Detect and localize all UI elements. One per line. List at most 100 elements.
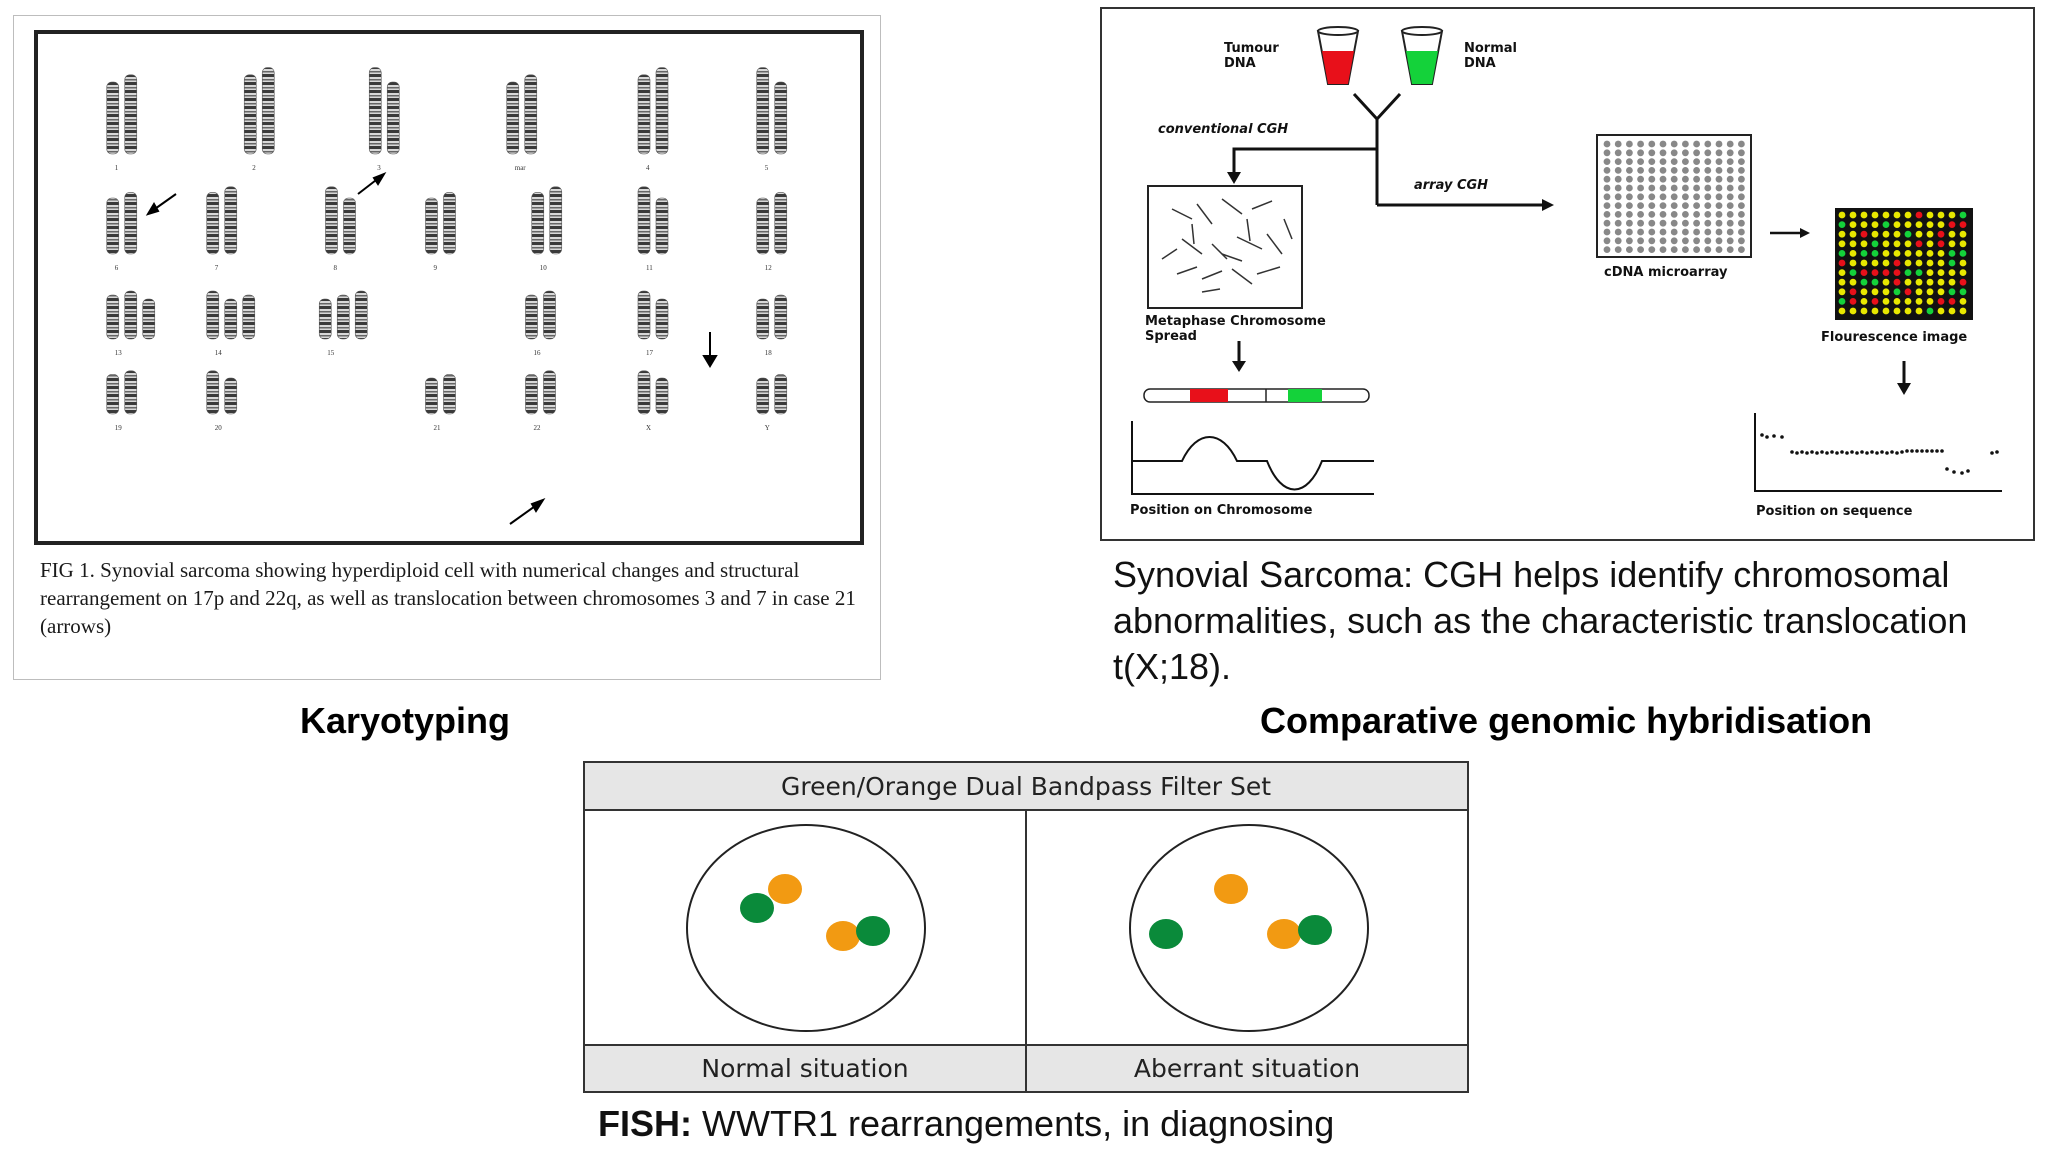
microarray-spot [1626,228,1633,236]
sequence-point [1760,433,1764,437]
chromosome [325,186,338,255]
microarray-spot [1670,202,1678,210]
chromosome-number-label: 9 [433,264,438,272]
arrow-chr3-head [372,171,387,186]
chromosome [655,377,669,415]
fluorescence-spot [1871,298,1879,305]
microarray-spot [1659,237,1667,245]
fluorescence-spot [1937,250,1945,257]
chromosome [443,192,456,255]
microarray-spot [1726,184,1734,192]
fluorescence-spot [1893,298,1901,305]
fluorescence-spot [1882,211,1890,219]
fluorescence-spot [1893,259,1901,267]
sequence-point [1790,450,1794,454]
microarray-spot [1670,219,1678,227]
fluorescence-spot [1838,278,1846,286]
fluorescence-spot [1959,269,1967,276]
microarray-spot [1626,193,1633,201]
microarray-spot [1715,193,1723,201]
microarray-spot [1715,140,1723,148]
fluorescence-spot [1959,240,1967,248]
microarray-spot [1715,167,1723,174]
microarray-spot [1626,140,1633,148]
fluorescence-spot [1860,240,1868,248]
microarray-spot [1603,149,1611,157]
fluorescence-spot [1904,211,1912,219]
fish-caption: FISH: WWTR1 rearrangements, in diagnosin… [598,1103,1334,1145]
chromosome-number-label: X [646,424,652,432]
fluorescence-spot [1904,278,1912,286]
microarray-spot [1648,228,1656,236]
sequence-point [1820,450,1824,454]
microarray-spot [1715,149,1723,157]
arrow-chr22-head [530,498,546,513]
fluorescence-spot [1948,298,1956,305]
metaphase-chromosome [1176,266,1198,275]
metaphase-chromosome [1251,200,1273,210]
fluorescence-spot [1915,288,1923,296]
microarray-spot [1659,228,1667,236]
normal-dna-tube [1400,26,1444,85]
chromosome-number-label: 7 [214,264,219,272]
fluorescence-spot [1904,288,1912,296]
sequence-point [1830,450,1834,454]
metaphase-chromosome [1171,208,1193,220]
fluorescence-spot [1849,230,1857,238]
sequence-point [1850,450,1854,454]
normal-orange-signal-1 [768,874,802,904]
chromosome-loss-region [1190,389,1228,402]
fluorescence-spot [1882,307,1890,315]
microarray-spot [1637,175,1644,183]
microarray-spot [1603,193,1611,201]
normal-dna-label: Normal DNA [1464,41,1517,71]
chromosome [106,81,120,155]
fluorescence-spot [1860,221,1868,229]
microarray-spot [1715,202,1723,210]
fluorescence-spot [1926,250,1934,257]
microarray-spot [1637,219,1644,227]
fluorescence-spot [1959,259,1967,267]
microarray-spot [1715,228,1723,236]
chromosome-number-label: 8 [333,264,338,272]
microarray-spot [1738,167,1745,174]
chromosome [443,374,456,415]
fluorescence-spot [1871,250,1879,257]
microarray-spot [1637,246,1644,254]
microarray-spot [1648,193,1656,201]
microarray-spot [1659,184,1667,192]
fluorescence-spot [1959,211,1967,219]
fluorescence-spot [1937,278,1945,286]
sequence-point [1870,450,1874,454]
fluorescence-spot [1871,307,1879,315]
microarray-spot [1715,219,1723,227]
cgh-diagram [1131,26,2002,495]
microarray-spot [1603,228,1611,236]
microarray-spot [1726,140,1734,148]
microarray-spot [1704,184,1712,192]
fish-caption-bold: FISH: [598,1103,692,1144]
microarray-spot [1682,193,1689,201]
microarray-spot [1682,175,1689,183]
chromosome [637,74,651,155]
microarray-spot [1659,202,1667,210]
microarray-spot [1637,149,1644,157]
microarray-spot [1726,228,1734,236]
chromosome-number-label: 3 [377,164,381,172]
tumour-dna-fill [1322,51,1354,84]
fish-filter-header: Green/Orange Dual Bandpass Filter Set [585,763,1467,811]
sequence-point [1945,467,1949,471]
microarray-spot [1603,175,1611,183]
microarray-spot [1715,237,1723,245]
microarray-spot [1715,175,1723,183]
chromosome [425,377,438,415]
sequence-plot-points [1760,433,1999,475]
arrow-metaphase-down-head [1232,361,1246,372]
microarray-spot [1726,193,1734,201]
metaphase-chromosome [1211,243,1228,260]
karyotype-arrows [145,171,718,525]
sequence-point [1825,451,1829,455]
fluorescence-spot [1860,269,1868,276]
fluorescence-spot [1948,211,1956,219]
normal-green-signal-2 [856,916,890,946]
